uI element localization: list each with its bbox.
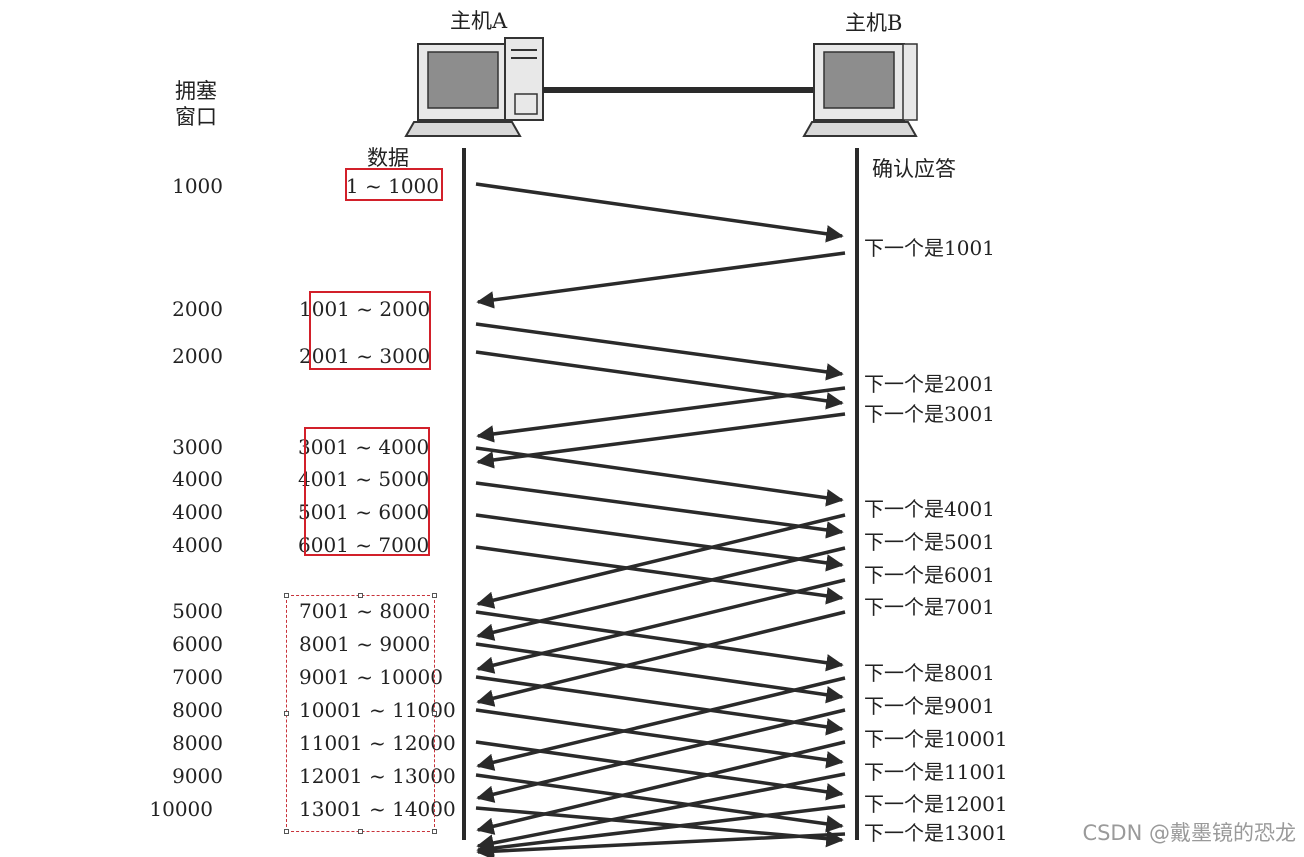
window-value: 2000	[172, 297, 223, 321]
ack-arrow	[476, 676, 846, 771]
ack-label: 下一个是9001	[864, 694, 995, 718]
highlight-box-window-2	[309, 291, 431, 370]
segment-range: 6001 ~ 7000	[298, 533, 430, 557]
ack-arrow	[476, 610, 846, 707]
data-segment-arrow	[475, 182, 844, 243]
window-value: 2000	[172, 344, 223, 368]
data-segment-arrow	[475, 675, 844, 736]
segment-range: 3001 ~ 4000	[298, 435, 430, 459]
computer-icon-host-b	[802, 43, 918, 137]
resize-handle[interactable]	[284, 711, 289, 716]
segment-range: 10001 ~ 11000	[299, 698, 456, 722]
window-value: 9000	[172, 764, 223, 788]
segment-range: 1 ~ 1000	[345, 174, 439, 198]
resize-handle[interactable]	[432, 829, 437, 834]
segment-range: 9001 ~ 10000	[299, 665, 443, 689]
data-segment-arrow	[475, 446, 844, 507]
segment-range: 13001 ~ 14000	[299, 797, 456, 821]
watermark: CSDN @戴墨镜的恐龙	[1082, 821, 1296, 845]
ack-arrow	[476, 708, 846, 803]
ack-label: 下一个是7001	[864, 595, 995, 619]
ack-arrow	[476, 804, 846, 857]
window-value: 8000	[172, 698, 223, 722]
ack-label: 下一个是11001	[864, 760, 1008, 784]
host-a-label: 主机A	[450, 9, 508, 33]
window-header-line1: 拥塞	[175, 79, 217, 103]
window-value: 5000	[172, 599, 223, 623]
segment-range: 5001 ~ 6000	[298, 500, 430, 524]
ack-arrow	[476, 546, 846, 641]
resize-handle[interactable]	[284, 829, 289, 834]
data-segment-arrow	[475, 708, 844, 769]
segment-range: 7001 ~ 8000	[299, 599, 431, 623]
window-value: 7000	[172, 665, 223, 689]
window-value: 10000	[149, 797, 213, 821]
highlight-box-window-3	[304, 427, 430, 556]
ack-arrow	[476, 251, 846, 309]
ack-label: 下一个是1001	[864, 236, 995, 260]
data-segment-arrow	[475, 806, 844, 848]
computer-icon-host-a	[404, 37, 544, 137]
resize-handle[interactable]	[432, 593, 437, 598]
window-value: 4000	[172, 533, 223, 557]
ack-header: 确认应答	[872, 157, 956, 181]
message-arrows	[475, 182, 846, 857]
window-value: 6000	[172, 632, 223, 656]
segment-range: 1001 ~ 2000	[299, 297, 431, 321]
resize-handle[interactable]	[358, 829, 363, 834]
resize-handle[interactable]	[432, 711, 437, 716]
ack-label: 下一个是10001	[864, 727, 1008, 751]
ack-label: 下一个是5001	[864, 530, 995, 554]
data-segment-arrow	[475, 350, 844, 410]
ack-label: 下一个是12001	[864, 792, 1008, 816]
ack-label: 下一个是4001	[864, 497, 995, 521]
window-header-line2: 窗口	[175, 105, 217, 129]
host-b-label: 主机B	[845, 11, 903, 35]
ack-arrow	[476, 832, 846, 857]
ack-label: 下一个是6001	[864, 563, 995, 587]
window-value: 8000	[172, 731, 223, 755]
ack-label: 下一个是8001	[864, 661, 995, 685]
ack-arrow	[476, 513, 846, 609]
highlight-box-window-1	[345, 168, 443, 201]
data-header: 数据	[367, 146, 409, 170]
window-value: 3000	[172, 435, 223, 459]
ack-arrow	[476, 740, 846, 835]
data-segment-arrow	[475, 642, 844, 704]
ack-label: 下一个是13001	[864, 821, 1008, 845]
ack-arrow	[476, 386, 846, 443]
data-segment-arrow	[475, 513, 844, 572]
ack-label: 下一个是3001	[864, 402, 995, 426]
ack-arrow	[476, 578, 846, 674]
data-segment-arrow	[475, 481, 844, 539]
window-value: 4000	[172, 467, 223, 491]
selection-box[interactable]	[284, 593, 437, 834]
ack-arrow	[476, 412, 846, 469]
data-segment-arrow	[475, 545, 844, 605]
resize-handle[interactable]	[284, 593, 289, 598]
segment-range: 2001 ~ 3000	[299, 344, 431, 368]
resize-handle[interactable]	[358, 593, 363, 598]
window-value: 1000	[172, 174, 223, 198]
segment-range: 4001 ~ 5000	[298, 467, 430, 491]
ack-label: 下一个是2001	[864, 372, 995, 396]
ack-arrow	[476, 772, 846, 852]
segment-range: 8001 ~ 9000	[299, 632, 431, 656]
segment-range: 11001 ~ 12000	[299, 731, 456, 755]
segment-range: 12001 ~ 13000	[299, 764, 456, 788]
data-segment-arrow	[475, 322, 844, 381]
window-value: 4000	[172, 500, 223, 524]
